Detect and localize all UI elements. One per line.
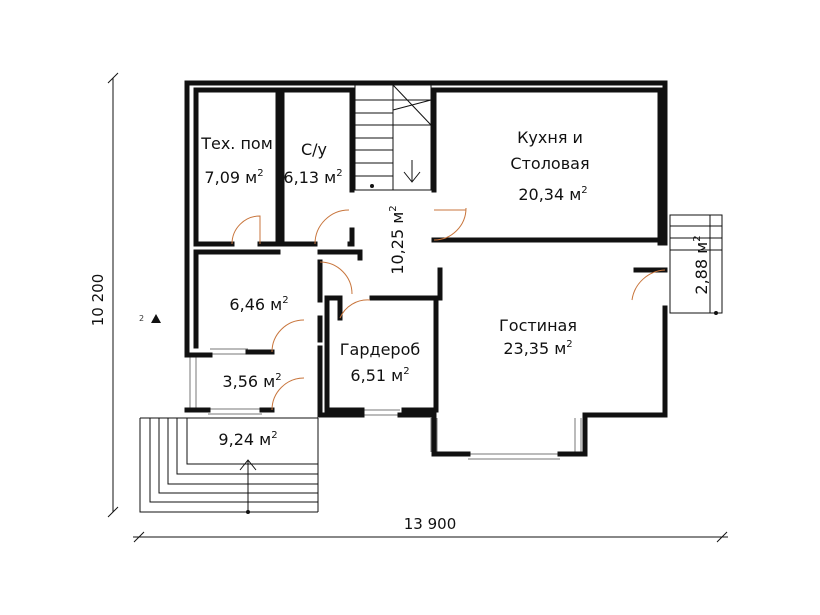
height-dimension-label: 10 200 bbox=[89, 274, 107, 327]
width-dimension: 13 900 bbox=[133, 515, 728, 543]
room-terrace: 2,88 м2 bbox=[692, 235, 711, 294]
width-dimension-label: 13 900 bbox=[404, 515, 457, 533]
room-tech: Тех. пом 7,09 м2 bbox=[200, 134, 273, 187]
section-mark: 2 bbox=[139, 314, 161, 323]
room-hall-area: 10,25 м2 bbox=[388, 205, 407, 274]
room-kitchen-area: 20,34 м2 bbox=[518, 185, 587, 204]
room-wardrobe: Гардероб 6,51 м2 bbox=[340, 340, 420, 385]
room-hall: 10,25 м2 bbox=[388, 205, 407, 274]
room-wardrobe-name: Гардероб bbox=[340, 340, 420, 359]
room-bath: С/у 6,13 м2 bbox=[283, 140, 342, 187]
room-porch-area: 9,24 м2 bbox=[218, 430, 277, 449]
room-vestibule: 3,56 м2 bbox=[222, 372, 281, 391]
room-kitchen-name-2: Столовая bbox=[510, 154, 589, 173]
room-bath-name: С/у bbox=[301, 140, 327, 159]
doors bbox=[231, 207, 666, 411]
section-mark-number: 2 bbox=[139, 314, 144, 323]
room-living-area: 23,35 м2 bbox=[503, 339, 572, 358]
room-porch: 9,24 м2 bbox=[218, 430, 277, 449]
room-living: Гостиная 23,35 м2 bbox=[499, 316, 577, 358]
height-dimension: 10 200 bbox=[89, 72, 119, 518]
staircase bbox=[354, 84, 432, 191]
room-tech-name: Тех. пом bbox=[200, 134, 273, 153]
room-kitchen: Кухня и Столовая 20,34 м2 bbox=[510, 128, 589, 204]
porch-steps bbox=[139, 417, 319, 514]
room-vestibule-area: 3,56 м2 bbox=[222, 372, 281, 391]
room-lobby-area: 6,46 м2 bbox=[229, 295, 288, 314]
room-wardrobe-area: 6,51 м2 bbox=[350, 366, 409, 385]
room-kitchen-name-1: Кухня и bbox=[517, 128, 583, 147]
room-tech-area: 7,09 м2 bbox=[204, 168, 263, 187]
section-mark-triangle bbox=[151, 314, 161, 323]
terrace-steps bbox=[669, 214, 723, 315]
room-bath-area: 6,13 м2 bbox=[283, 168, 342, 187]
room-living-name: Гостиная bbox=[499, 316, 577, 335]
room-terrace-area: 2,88 м2 bbox=[692, 235, 711, 294]
walls bbox=[184, 80, 668, 457]
room-lobby: 6,46 м2 bbox=[229, 295, 288, 314]
